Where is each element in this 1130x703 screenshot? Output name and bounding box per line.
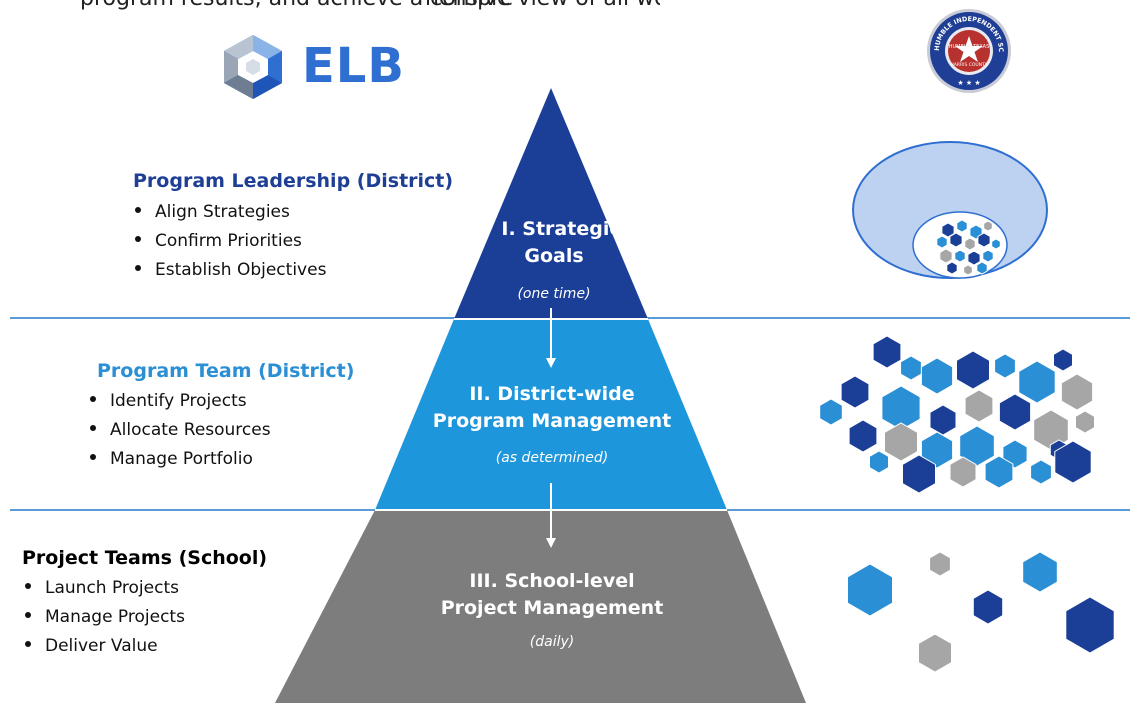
hexagon-shape: [936, 235, 948, 249]
seal-center-text-2: HARRIS COUNTY: [950, 62, 987, 68]
hexagon-shape: [819, 398, 843, 426]
tier-1-frequency: (one time): [517, 286, 591, 302]
hexagon-shape: [984, 455, 1014, 489]
tier-1-title-line-1: I. Strategic: [501, 218, 621, 240]
list-item: Establish Objectives: [135, 256, 326, 285]
bullet-icon: [90, 425, 96, 431]
hexagon-shape: [956, 350, 990, 390]
strategic-ellipse-illustration: [852, 141, 1048, 279]
list-item: Deliver Value: [25, 632, 185, 661]
bullet-icon: [90, 454, 96, 460]
bullet-icon: [135, 236, 141, 242]
hexagon-shape: [929, 551, 951, 577]
tier-3-title-line-2: Project Management: [440, 597, 664, 619]
arrow-down-icon: [546, 483, 556, 548]
bullet-icon: [90, 396, 96, 402]
hexagon-shape: [872, 335, 902, 369]
hexagon-shape: [1053, 348, 1073, 372]
bullet-icon: [25, 583, 31, 589]
hexagon-shape: [991, 238, 1001, 250]
hexagon-shape: [902, 454, 936, 494]
list-item: Manage Projects: [25, 603, 185, 632]
tier-2-frequency: (as determined): [495, 450, 609, 466]
list-item: Allocate Resources: [90, 416, 271, 445]
hexagon-shape: [1065, 596, 1115, 654]
level-1-heading: Program Leadership (District): [133, 170, 454, 192]
top-text-right: hensive view of all work in pro: [425, 0, 660, 11]
hexagon-shape: [949, 456, 977, 488]
hexagon-shape: [1022, 551, 1058, 593]
hexagon-shape: [900, 355, 922, 381]
hexagon-shape: [869, 450, 889, 474]
elb-logo-text: ELB: [302, 38, 405, 94]
top-clipped-text: program results, and achieve a compre he…: [80, 0, 660, 30]
hexagon-shape: [941, 222, 955, 238]
hexagon-shape: [920, 357, 954, 395]
bullet-icon: [135, 265, 141, 271]
level-1-bullet-list: Align Strategies Confirm Priorities Esta…: [135, 198, 326, 285]
bullet-icon: [25, 641, 31, 647]
hexagon-shape: [976, 261, 988, 275]
hexagon-shape: [977, 232, 991, 248]
hexagon-shape: [847, 563, 893, 617]
hexagon-shape: [1054, 440, 1092, 484]
tier-2-title-line-2: Program Management: [432, 410, 672, 432]
hexagon-shape: [1030, 459, 1052, 485]
hexagon-shape: [964, 389, 994, 423]
hexagon-shape: [972, 589, 1004, 625]
list-item: Confirm Priorities: [135, 227, 326, 256]
list-item: Manage Portfolio: [90, 445, 271, 474]
hexagon-shape: [918, 633, 952, 673]
top-text-left: program results, and achieve a compre: [80, 0, 513, 11]
hexagon-shape: [1060, 373, 1094, 411]
list-item: Identify Projects: [90, 387, 271, 416]
hexagon-shape: [929, 404, 957, 436]
svg-text:★ ★ ★: ★ ★ ★: [957, 79, 980, 87]
elb-cube-icon: [224, 35, 282, 99]
list-item: Align Strategies: [135, 198, 326, 227]
pyramid-tier-1: [454, 88, 648, 319]
level-3-bullet-list: Launch Projects Manage Projects Deliver …: [25, 574, 185, 661]
hexagon-shape: [963, 264, 973, 276]
elb-logo: ELB: [218, 32, 418, 102]
list-item: Launch Projects: [25, 574, 185, 603]
project-hexagon-scatter: [847, 551, 1115, 673]
district-seal: HUMBLE INDEPENDENT SCHOOL DISTRICT HUMBL…: [923, 2, 1012, 94]
hexagon-shape: [949, 232, 963, 248]
tier-3-frequency: (daily): [529, 634, 575, 650]
hexagon-shape: [884, 422, 918, 462]
hexagon-shape: [1018, 360, 1056, 404]
hexagon-shape: [967, 250, 981, 266]
pyramid-tier-3: [275, 510, 806, 703]
level-2-bullet-list: Identify Projects Allocate Resources Man…: [90, 387, 271, 474]
hexagon-shape: [998, 393, 1032, 431]
hexagon-shape: [956, 219, 968, 233]
hexagon-shape: [959, 425, 995, 467]
hexagon-shape: [848, 419, 878, 453]
program-hexagon-cluster: [819, 335, 1095, 494]
level-2-heading: Program Team (District): [97, 360, 355, 382]
hexagon-shape: [983, 220, 993, 232]
hexagon-shape: [982, 249, 994, 263]
hexagon-shape: [954, 249, 966, 263]
hexagon-shape: [964, 237, 976, 251]
bullet-icon: [25, 612, 31, 618]
hexagon-shape: [840, 375, 870, 409]
pyramid-tier-2: [375, 319, 727, 510]
tier-1-title-line-2: Goals: [524, 245, 584, 267]
level-3-heading: Project Teams (School): [22, 547, 268, 569]
hexagon-shape: [994, 353, 1016, 379]
hexagon-shape: [1075, 410, 1095, 434]
hexagon-shape: [881, 385, 921, 431]
seal-center-text-1: HUMBLE, TEXAS: [949, 44, 990, 50]
hexagon-shape: [946, 261, 958, 275]
arrow-down-icon: [546, 308, 556, 368]
tier-3-title-line-1: III. School-level: [469, 570, 635, 592]
hexagon-shape: [939, 248, 953, 264]
tier-2-title-line-1: II. District-wide: [469, 383, 635, 405]
bullet-icon: [135, 207, 141, 213]
